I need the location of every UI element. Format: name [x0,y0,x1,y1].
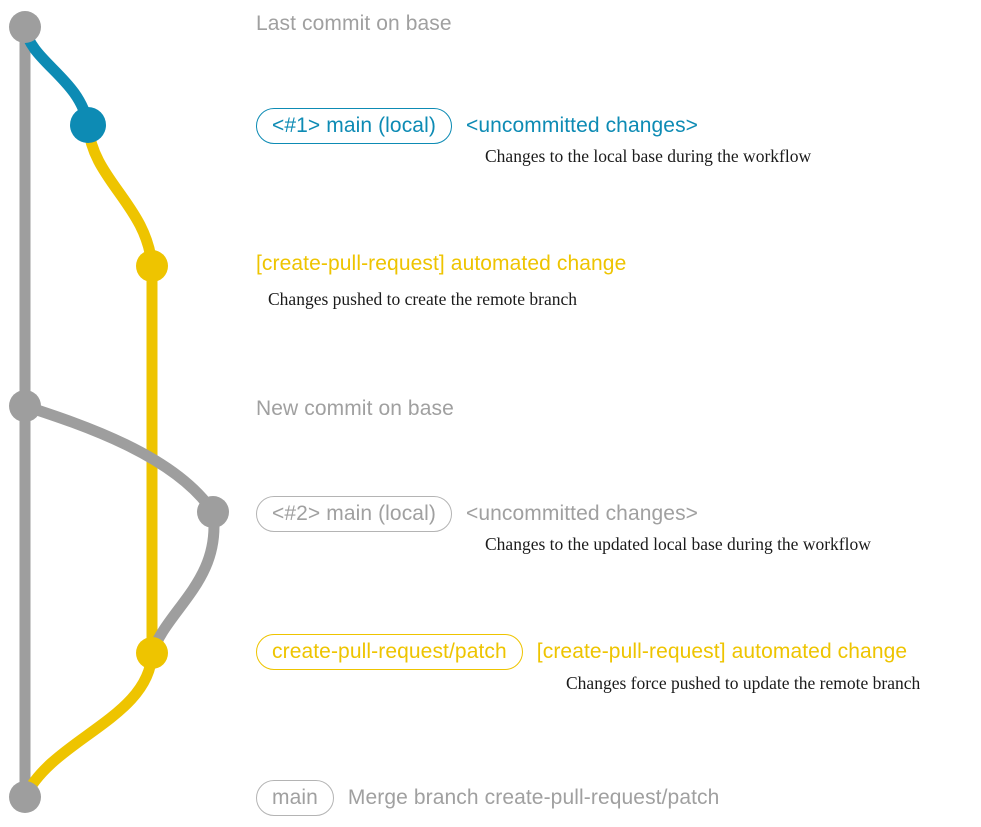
row-last-commit-on-base: Last commit on base [256,12,452,36]
commit-subject-uncommitted-2: <uncommitted changes> [465,502,699,525]
commit-heading: Last commit on base [256,12,452,35]
ref-badge-create-pull-request-patch[interactable]: create-pull-request/patch [256,634,523,670]
commit-description-1: Changes to the local base during the wor… [485,146,812,166]
commit-description-3: Changes to the updated local base during… [485,534,871,554]
row-local-uncommitted-1: <#1> main (local) <uncommitted changes> [256,108,698,144]
commit-subject-automated-change-create: [create-pull-request] automated change [256,252,627,275]
commit-subject-uncommitted-1: <uncommitted changes> [465,114,699,137]
row-automated-change-create: [create-pull-request] automated change [256,252,626,276]
commit-subject-merge: Merge branch create-pull-request/patch [347,786,720,809]
row-new-commit-on-base: New commit on base [256,397,454,421]
ref-badge-main-local-2[interactable]: <#2> main (local) [256,496,452,532]
commit-subject-automated-change-update: [create-pull-request] automated change [536,640,908,663]
commit-heading-new-base: New commit on base [256,397,454,420]
commit-description-4: Changes force pushed to update the remot… [566,673,921,693]
row-automated-change-update: create-pull-request/patch [create-pull-r… [256,634,907,670]
row-merge-commit: main Merge branch create-pull-request/pa… [256,780,719,816]
row-local-uncommitted-2: <#2> main (local) <uncommitted changes> [256,496,698,532]
ref-badge-main[interactable]: main [256,780,334,816]
ref-badge-main-local-1[interactable]: <#1> main (local) [256,108,452,144]
commit-description-2: Changes pushed to create the remote bran… [268,289,578,309]
